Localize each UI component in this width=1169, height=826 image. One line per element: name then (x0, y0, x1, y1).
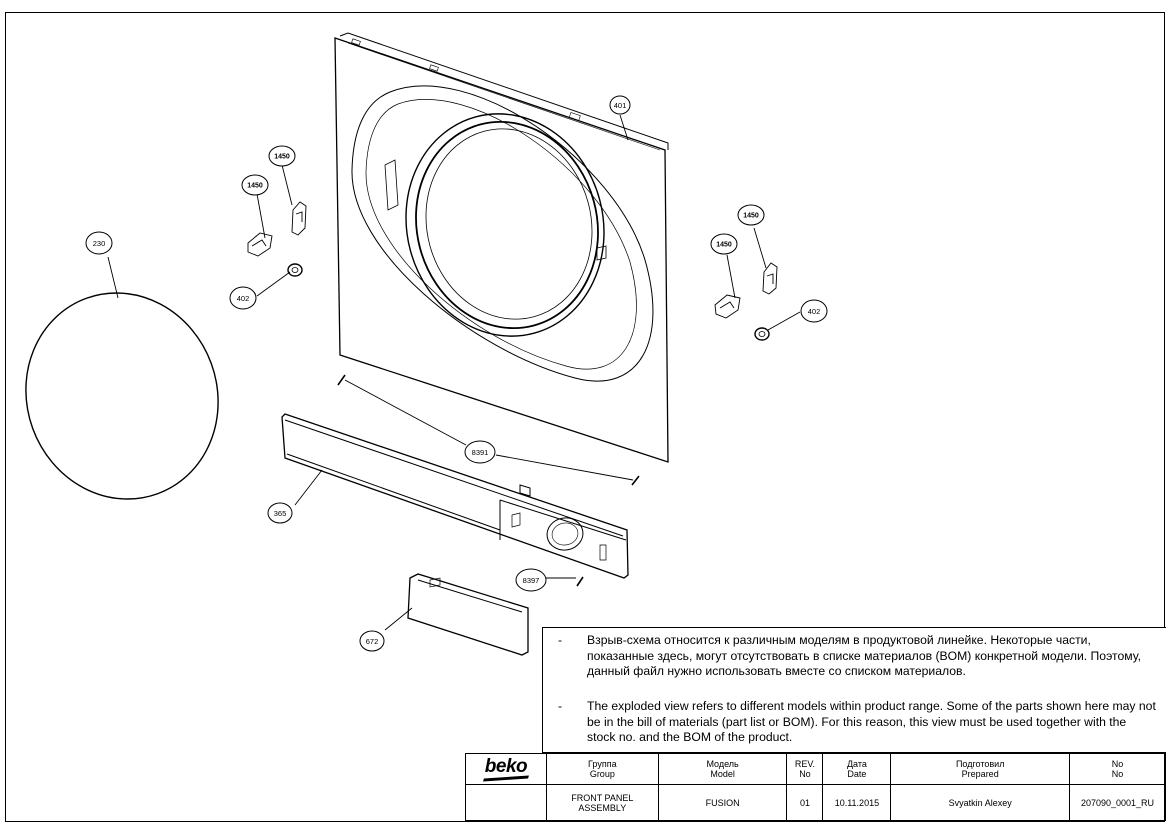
callout-402-b: 402 (808, 307, 821, 316)
bush-parts (287, 263, 770, 341)
header-rev-en: No (799, 769, 811, 780)
callout-1450-d: 1450 (716, 242, 732, 249)
value-model: FUSION (657, 784, 788, 821)
callout-230: 230 (93, 239, 106, 248)
header-model: Модель Model (657, 752, 788, 786)
callout-8391: 8391 (472, 448, 489, 457)
callout-1450-b: 1450 (247, 183, 263, 190)
header-group-en: Group (589, 769, 615, 780)
header-rev: REV. No (786, 752, 824, 786)
header-no: No No (1069, 752, 1166, 786)
callout-672: 672 (366, 637, 379, 646)
notes-box: - Взрыв-схема относится к различным моде… (542, 627, 1166, 753)
callout-1450-a: 1450 (274, 154, 290, 161)
latch-parts-left (247, 201, 307, 257)
value-prepared: Svyatkin Alexey (890, 784, 1071, 821)
control-panel-part (281, 413, 629, 579)
callout-circles (85, 95, 828, 652)
header-prepared: Подготовил Prepared (890, 752, 1071, 786)
header-prepared-ru: Подготовил (955, 759, 1005, 770)
header-group: Группа Group (545, 752, 659, 786)
callout-365: 365 (274, 509, 287, 518)
header-model-ru: Модель (706, 759, 739, 770)
callout-1450-c: 1450 (743, 213, 759, 220)
header-date-ru: Дата (846, 759, 867, 770)
beko-logo: beko (484, 756, 528, 778)
value-group-line2: ASSEMBLY (578, 802, 627, 813)
note-dash: - (558, 633, 563, 647)
value-no: 207090_0001_RU (1069, 784, 1166, 821)
header-prepared-en: Prepared (961, 769, 999, 780)
leader-lines (107, 114, 801, 631)
door-ring-part (25, 292, 219, 500)
note-en-text: The exploded view refers to different mo… (587, 699, 1156, 744)
title-block: beko Группа Group Модель Model REV. No Д… (465, 752, 1166, 821)
front-panel-part (334, 32, 669, 463)
logo-cell: beko (465, 752, 547, 786)
header-rev-ru: REV. (794, 759, 816, 770)
value-group-line1: FRONT PANEL (571, 792, 634, 803)
screw-parts (337, 374, 640, 587)
header-no-en: No (1111, 769, 1124, 780)
note-dash: - (558, 699, 563, 713)
header-model-en: Model (710, 769, 735, 780)
drawer-handle-part (407, 573, 529, 656)
callout-8397: 8397 (523, 576, 540, 585)
header-group-ru: Группа (588, 759, 617, 770)
blank-cell (465, 784, 547, 821)
header-date: Дата Date (822, 752, 892, 786)
callout-402-a: 402 (237, 294, 250, 303)
note-ru-text: Взрыв-схема относится к различным моделя… (587, 633, 1142, 678)
value-group: FRONT PANEL ASSEMBLY (545, 784, 659, 821)
value-date: 10.11.2015 (822, 784, 892, 821)
latch-parts-right (714, 262, 778, 319)
value-rev: 01 (786, 784, 824, 821)
header-date-en: Date (847, 769, 867, 780)
header-no-ru: No (1111, 759, 1124, 770)
drawing-frame (5, 12, 1165, 822)
callout-401: 401 (614, 101, 627, 110)
